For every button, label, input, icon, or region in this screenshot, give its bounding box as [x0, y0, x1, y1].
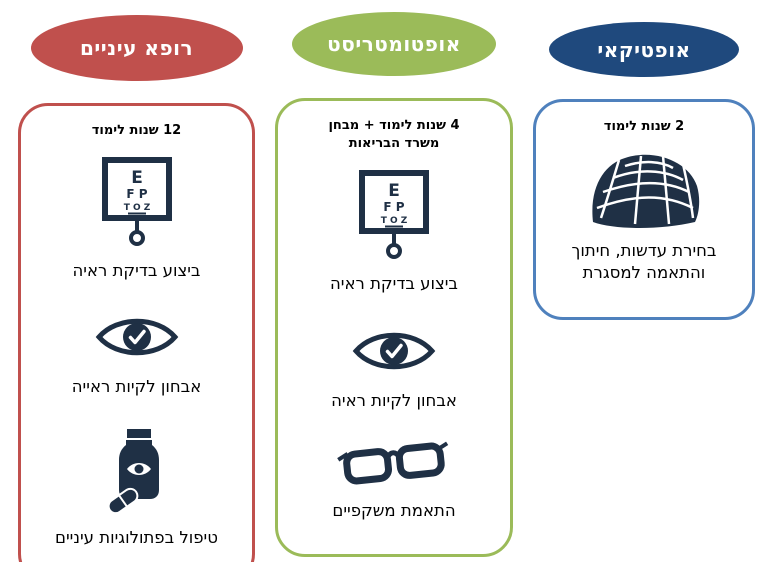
- item-label-lens-fitting: בחירת עדשות, חיתוך והתאמה למסגרת: [571, 241, 717, 283]
- item-label-glasses-fitting: התאמת משקפיים: [332, 500, 456, 520]
- header-oval-optician: אופטיקאי: [549, 22, 739, 77]
- eye-chart-row1: E: [131, 168, 143, 188]
- header-label-ophthalmologist: רופא עיניים: [79, 36, 194, 60]
- eye-check-icon: [352, 324, 436, 378]
- study-years-optician: 2 שנות לימוד: [603, 119, 685, 134]
- item-label-pathology-treatment: טיפול בפתולוגיות עיניים: [55, 527, 218, 547]
- box-ophthalmologist: 12 שנות לימוד E F P T O Z ביצוע בדיקת רא…: [18, 103, 255, 562]
- eye-chart-row3: T O Z: [381, 216, 408, 226]
- box-optometrist: 4 שנות לימוד + מבחן משרד הבריאות E F P T…: [275, 98, 513, 558]
- lens-grid-icon: [585, 152, 703, 229]
- eye-chart-row3: T O Z: [123, 203, 150, 213]
- box-optician: 2 שנות לימוד: [533, 99, 755, 320]
- header-oval-optometrist: אופטומטריסט: [292, 12, 496, 76]
- header-label-optician: אופטיקאי: [597, 37, 691, 62]
- eye-chart-row2: F P: [126, 187, 147, 201]
- eye-chart-icon: E F P T O Z: [358, 169, 430, 261]
- column-ophthalmologist: רופא עיניים 12 שנות לימוד E F P T O Z בי…: [18, 12, 255, 562]
- item-label-eye-exam: ביצוע בדיקת ראיה: [72, 261, 201, 281]
- study-years-optometrist: 4 שנות לימוד + מבחן משרד הבריאות: [328, 118, 460, 152]
- study-years-ophthalmologist: 12 שנות לימוד: [91, 123, 182, 138]
- item-label-eye-exam: ביצוע בדיקת ראיה: [330, 274, 458, 294]
- glasses-icon: [334, 434, 454, 494]
- eye-chart-icon: E F P T O Z: [101, 156, 173, 248]
- medicine-bottle-icon: [105, 427, 169, 515]
- column-optician: אופטיקאי 2 שנות לימוד: [533, 12, 755, 320]
- eye-chart-row1: E: [388, 181, 400, 201]
- header-oval-ophthalmologist: רופא עיניים: [30, 15, 243, 81]
- eye-check-icon: [95, 310, 179, 364]
- eye-chart-row2: F P: [383, 200, 404, 214]
- item-label-vision-diagnosis: אבחון לקיות ראיה: [331, 390, 457, 410]
- column-optometrist: אופטומטריסט 4 שנות לימוד + מבחן משרד הבר…: [275, 12, 513, 558]
- item-label-vision-diagnosis: אבחון לקיות ראייה: [71, 377, 202, 397]
- header-label-optometrist: אופטומטריסט: [327, 32, 461, 56]
